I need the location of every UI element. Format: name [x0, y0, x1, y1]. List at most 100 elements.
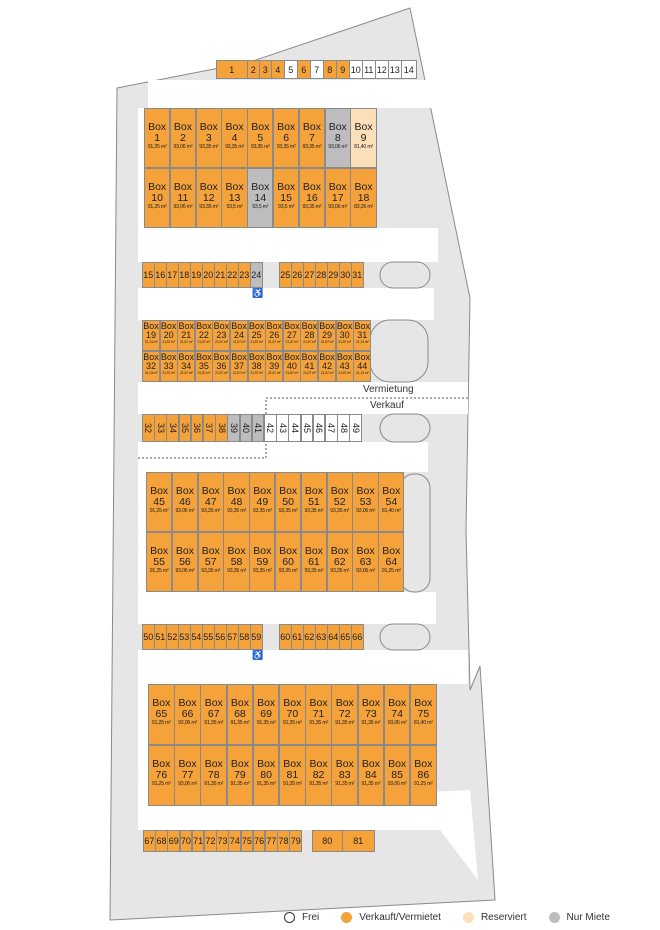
parking-space-22[interactable]: 22: [226, 262, 239, 288]
parking-space-68[interactable]: 68: [155, 830, 168, 852]
parking-space-29[interactable]: 29: [327, 262, 340, 288]
parking-space-31[interactable]: 31: [351, 262, 364, 288]
parking-space-8[interactable]: 8: [323, 60, 337, 79]
parking-space-52[interactable]: 52: [166, 624, 179, 650]
parking-space-39[interactable]: 39: [227, 414, 241, 442]
parking-space-49[interactable]: 49: [349, 414, 363, 442]
parking-space-18[interactable]: 18: [178, 262, 191, 288]
parking-space-24[interactable]: 24: [250, 262, 263, 288]
parking-space-46[interactable]: 46: [312, 414, 326, 442]
parking-space-61[interactable]: 61: [291, 624, 304, 650]
parking-space-23[interactable]: 23: [238, 262, 251, 288]
parking-space-57[interactable]: 57: [226, 624, 239, 650]
parking-space-66[interactable]: 66: [351, 624, 364, 650]
parking-space-44[interactable]: 44: [288, 414, 302, 442]
parking-space-4[interactable]: 4: [271, 60, 285, 79]
parking-space-5[interactable]: 5: [284, 60, 298, 79]
parking-space-51[interactable]: 51: [154, 624, 167, 650]
parking-space-63[interactable]: 63: [315, 624, 328, 650]
parking-space-56[interactable]: 56: [214, 624, 227, 650]
parking-space-17[interactable]: 17: [166, 262, 179, 288]
parking-space-34[interactable]: 34: [166, 414, 180, 442]
parking-space-30[interactable]: 30: [339, 262, 352, 288]
parking-space-6[interactable]: 6: [297, 60, 311, 79]
parking-space-32[interactable]: 32: [142, 414, 155, 442]
parking-space-9[interactable]: 9: [336, 60, 350, 79]
parking-space-11[interactable]: 11: [362, 60, 376, 79]
parking-space-42[interactable]: 42: [264, 414, 277, 442]
parking-space-48[interactable]: 48: [337, 414, 350, 442]
parking-space-74[interactable]: 74: [228, 830, 242, 852]
parking-space-76[interactable]: 76: [252, 830, 266, 852]
parking-space-13[interactable]: 13: [388, 60, 402, 79]
parking-space-54[interactable]: 54: [190, 624, 203, 650]
parking-space-20[interactable]: 20: [202, 262, 215, 288]
parking-space-73[interactable]: 73: [216, 830, 229, 852]
parking-space-37[interactable]: 37: [203, 414, 216, 442]
parking-space-7[interactable]: 7: [310, 60, 324, 79]
parking-space-70[interactable]: 70: [179, 830, 193, 852]
parking-space-71[interactable]: 71: [191, 830, 205, 852]
parking-space-10[interactable]: 10: [349, 60, 363, 79]
parking-space-47[interactable]: 47: [325, 414, 338, 442]
parking-space-43[interactable]: 43: [276, 414, 289, 442]
parking-space-65[interactable]: 65: [339, 624, 352, 650]
parking-space-80[interactable]: 80: [312, 830, 343, 852]
parking-space-35[interactable]: 35: [178, 414, 192, 442]
